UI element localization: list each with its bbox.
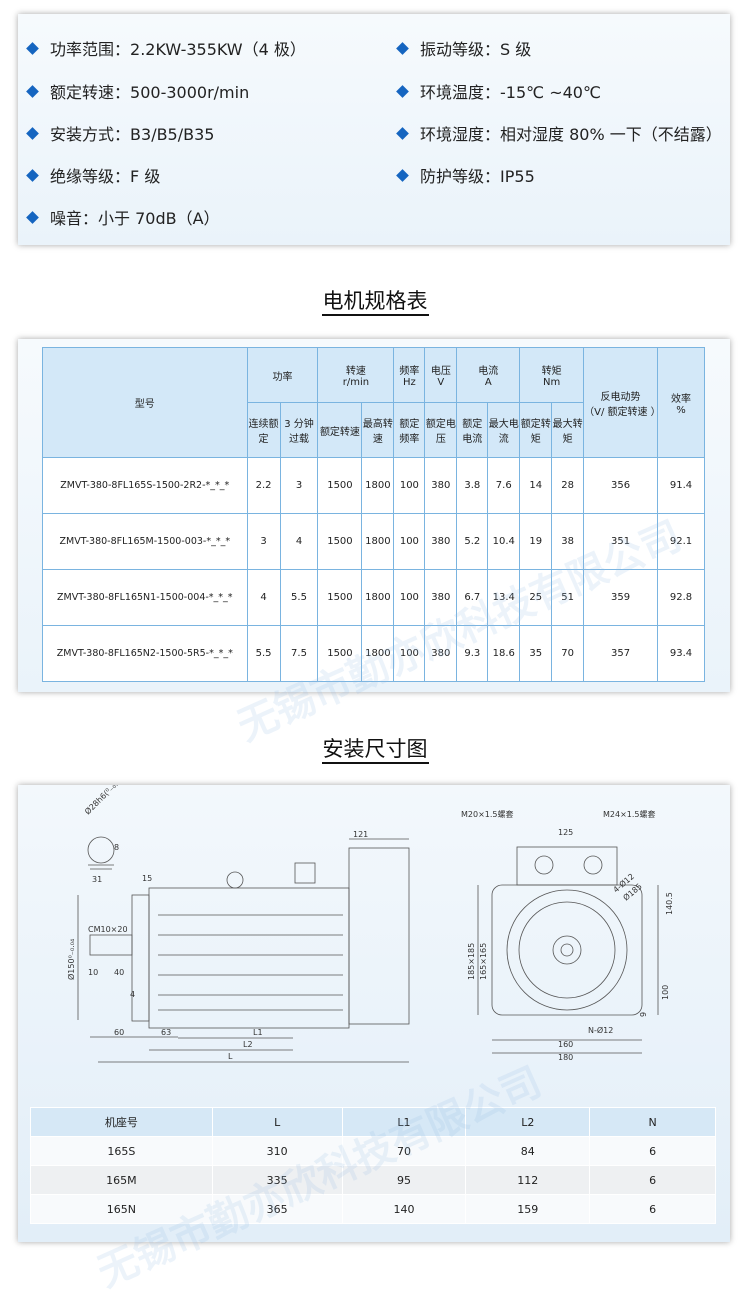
- label-shaft-tolerance: Ø28h6(⁰₋₀.₀₁₃): [82, 785, 128, 816]
- label-60: 60: [114, 1028, 124, 1037]
- label-180: 180: [558, 1053, 573, 1062]
- label-15: 15: [142, 874, 152, 883]
- label-63: 63: [161, 1028, 171, 1037]
- label-165x165: 165×165: [479, 943, 488, 980]
- subheader-cell: 额定电流: [456, 402, 489, 458]
- spec-mounting: 安装方式：B3/B5/B35: [26, 121, 214, 145]
- label-185x185: 185×185: [467, 943, 476, 980]
- label-cm10x20: CM10×20: [88, 925, 128, 934]
- subheader-cell: 额定频率: [393, 402, 426, 458]
- shaft-section-view: [87, 836, 115, 864]
- label-40: 40: [114, 968, 124, 977]
- diamond-bullet-icon: [26, 85, 39, 98]
- spec-vibration: 振动等级：S 级: [396, 36, 531, 60]
- diamond-bullet-icon: [396, 42, 409, 55]
- label-m24-gland: M24×1.5螺套: [603, 809, 656, 819]
- label-L2: L2: [243, 1040, 253, 1049]
- label-9: 9: [639, 1012, 648, 1017]
- label-L: L: [228, 1052, 233, 1061]
- subheader-cell: 最大电流: [487, 402, 521, 458]
- section-title-spec-table: 电机规格表: [0, 285, 750, 316]
- installation-drawing: Ø28h6(⁰₋₀.₀₁₃) 31 8 15 121 CM10×20 Ø150⁰…: [66, 785, 674, 1063]
- spec-power-range: 功率范围：2.2KW-355KW（4 极）: [26, 36, 306, 60]
- label-m20-gland: M20×1.5螺套: [461, 809, 514, 819]
- label-n-holes: N-Ø12: [588, 1025, 613, 1035]
- label-121: 121: [353, 830, 368, 839]
- spec-humidity: 环境湿度：相对湿度 80% 一下（不结露）: [396, 121, 722, 145]
- spec-panel: 功率范围：2.2KW-355KW（4 极） 振动等级：S 级 额定转速：500-…: [18, 14, 730, 245]
- section-title-dimensions: 安装尺寸图: [0, 733, 750, 764]
- header-efficiency: 效率%: [656, 347, 706, 458]
- header-back-emf: 反电动势（V/ 额定转速 ）: [583, 347, 661, 458]
- shaft-end: [89, 934, 133, 956]
- label-125: 125: [558, 828, 573, 837]
- spec-insulation: 绝缘等级：F 级: [26, 163, 160, 187]
- motor-body-side-view: [148, 887, 350, 1029]
- diamond-bullet-icon: [26, 211, 39, 224]
- label-140-5: 140.5: [665, 892, 674, 915]
- dimension-drawing-panel: Ø28h6(⁰₋₀.₀₁₃) 31 8 15 121 CM10×20 Ø150⁰…: [18, 785, 730, 1296]
- diamond-bullet-icon: [26, 127, 39, 140]
- header-power: 功率: [246, 347, 319, 403]
- subheader-cell: 额定转速: [317, 402, 363, 458]
- subheader-cell: 额定转矩: [519, 402, 553, 458]
- label-10: 10: [88, 968, 98, 977]
- label-31: 31: [92, 875, 102, 884]
- subheader-cell: 最大转矩: [551, 402, 585, 458]
- spec-protection: 防护等级：IP55: [396, 163, 535, 187]
- label-flange-diameter: Ø150⁰₋₀.₀₄: [66, 939, 76, 980]
- subheader-cell: 连续额定: [246, 402, 281, 458]
- label-160: 160: [558, 1040, 573, 1049]
- spec-noise: 噪音：小于 70dB（A）: [26, 205, 220, 229]
- diamond-bullet-icon: [26, 169, 39, 182]
- label-100: 100: [661, 985, 670, 1000]
- subheader-cell: 最高转速: [361, 402, 395, 458]
- terminal-box: [348, 847, 410, 1025]
- diamond-bullet-icon: [26, 42, 39, 55]
- subheader-cell: 额定电压: [424, 402, 458, 458]
- label-8: 8: [114, 843, 119, 852]
- label-4: 4: [130, 990, 135, 999]
- table-subheader-row: 连续额定 3 分钟过载 额定转速 最高转速 额定频率 额定电压 额定电流 最大电…: [43, 402, 705, 458]
- motor-front-view: [491, 884, 643, 1016]
- cable-gland-m24: [583, 855, 603, 875]
- cable-gland-m20: [534, 855, 554, 875]
- subheader-cell: 3 分钟过载: [279, 402, 319, 458]
- label-L1: L1: [253, 1028, 263, 1037]
- lifting-eye: [226, 871, 244, 889]
- spec-rated-speed: 额定转速：500-3000r/min: [26, 79, 249, 103]
- diamond-bullet-icon: [396, 85, 409, 98]
- diamond-bullet-icon: [396, 127, 409, 140]
- diamond-bullet-icon: [396, 169, 409, 182]
- header-model: 型号: [42, 347, 248, 458]
- spec-ambient-temp: 环境温度：-15℃ ~40℃: [396, 79, 601, 103]
